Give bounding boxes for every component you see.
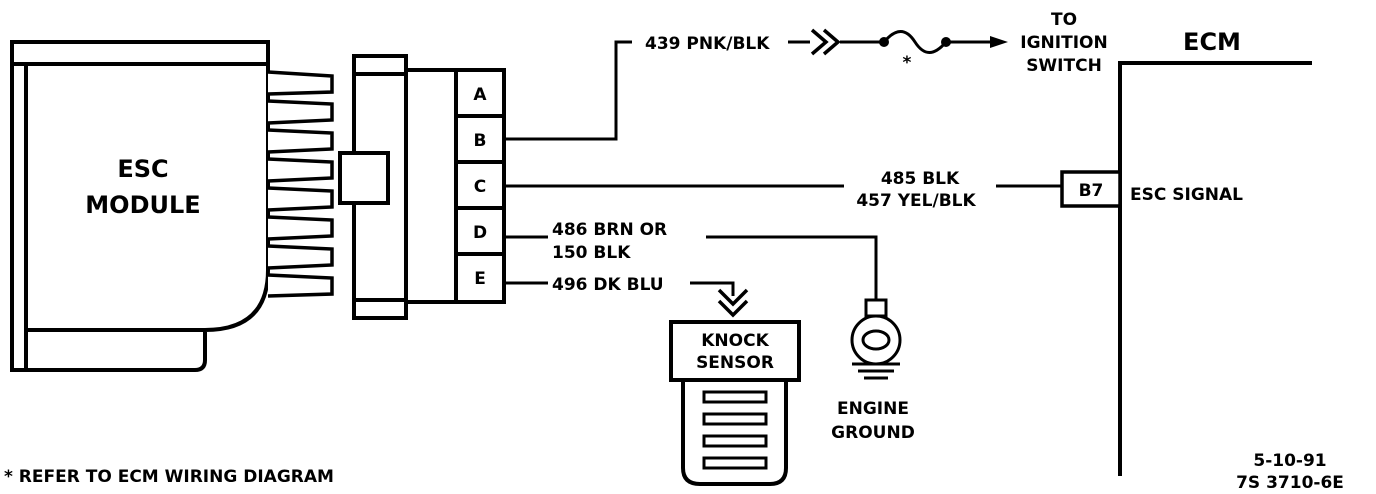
footnote: * REFER TO ECM WIRING DIAGRAM [4,467,334,487]
pin-d-label: D [473,223,487,243]
knock-sensor-label-line2: SENSOR [696,353,774,373]
module-terminals [267,70,334,298]
wire-e [504,281,735,296]
ecm-pin-box [1060,170,1122,208]
ecm-signal-label: ESC SIGNAL [1130,185,1243,205]
pin-c-label: C [474,177,486,197]
wire-d-label-line1: 486 BRN OR [552,220,667,240]
wire-b [504,40,990,141]
wire-d [504,235,878,300]
ignition-label-line3: SWITCH [1026,56,1102,76]
sensor-connector-icon [717,288,749,318]
figure-code: 7S 3710-6E [1236,473,1344,493]
ground-label-line2: GROUND [831,423,915,443]
fuse-icon [879,30,951,54]
pin-b-label: B [474,131,487,151]
esc-module [10,40,270,372]
wire-e-label: 496 DK BLU [552,275,664,295]
ecm-title: ECM [1183,28,1241,56]
arrow-right-icon [990,36,1008,48]
wire-d-label-line2: 150 BLK [552,243,631,263]
wire-c-label-line1: 485 BLK [881,169,960,189]
ignition-label-line1: TO [1051,10,1077,30]
figure-date: 5-10-91 [1253,451,1326,471]
ground-label-line1: ENGINE [837,399,909,419]
pin-a-label: A [473,85,487,105]
knock-sensor-icon [669,320,801,486]
esc-module-label-line1: ESC [117,155,168,183]
esc-module-label-line2: MODULE [85,191,200,219]
ecm-outline [1118,61,1312,476]
engine-ground-icon [850,298,902,380]
wire-b-label: 439 PNK/BLK [645,34,770,54]
fuse-note-marker: * [903,53,912,73]
wire-c-label-line2: 457 YEL/BLK [856,191,976,211]
ignition-label-line2: IGNITION [1020,33,1107,53]
ecm-pin-label: B7 [1079,181,1104,201]
pin-e-label: E [474,269,486,289]
knock-sensor-label-line1: KNOCK [701,331,769,351]
inline-connector-icon [810,28,841,56]
